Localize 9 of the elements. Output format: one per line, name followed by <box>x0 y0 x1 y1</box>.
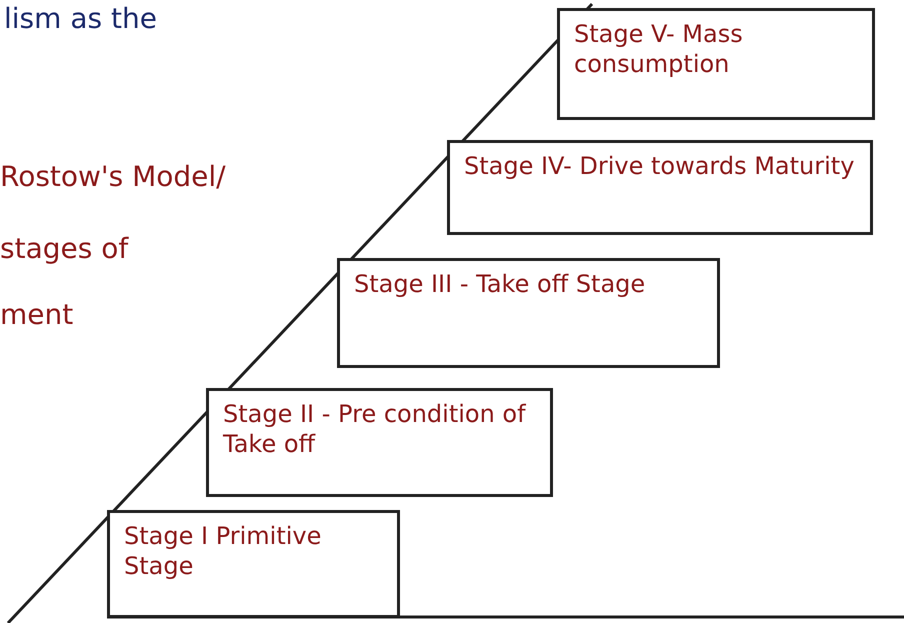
heading-fragment: lism as the <box>4 2 157 35</box>
stage-box: Stage I Primitive Stage <box>107 510 400 618</box>
model-title-text: Rostow's Model/ <box>0 160 226 193</box>
stage-box: Stage III - Take off Stage <box>337 258 720 368</box>
model-title-text: stages of <box>0 232 128 265</box>
stage-box: Stage II - Pre condition of Take off <box>206 388 553 497</box>
model-title-text: ment <box>0 298 74 331</box>
stage-box: Stage IV- Drive towards Maturity <box>447 140 873 235</box>
stage-box: Stage V- Mass consumption <box>557 8 875 120</box>
